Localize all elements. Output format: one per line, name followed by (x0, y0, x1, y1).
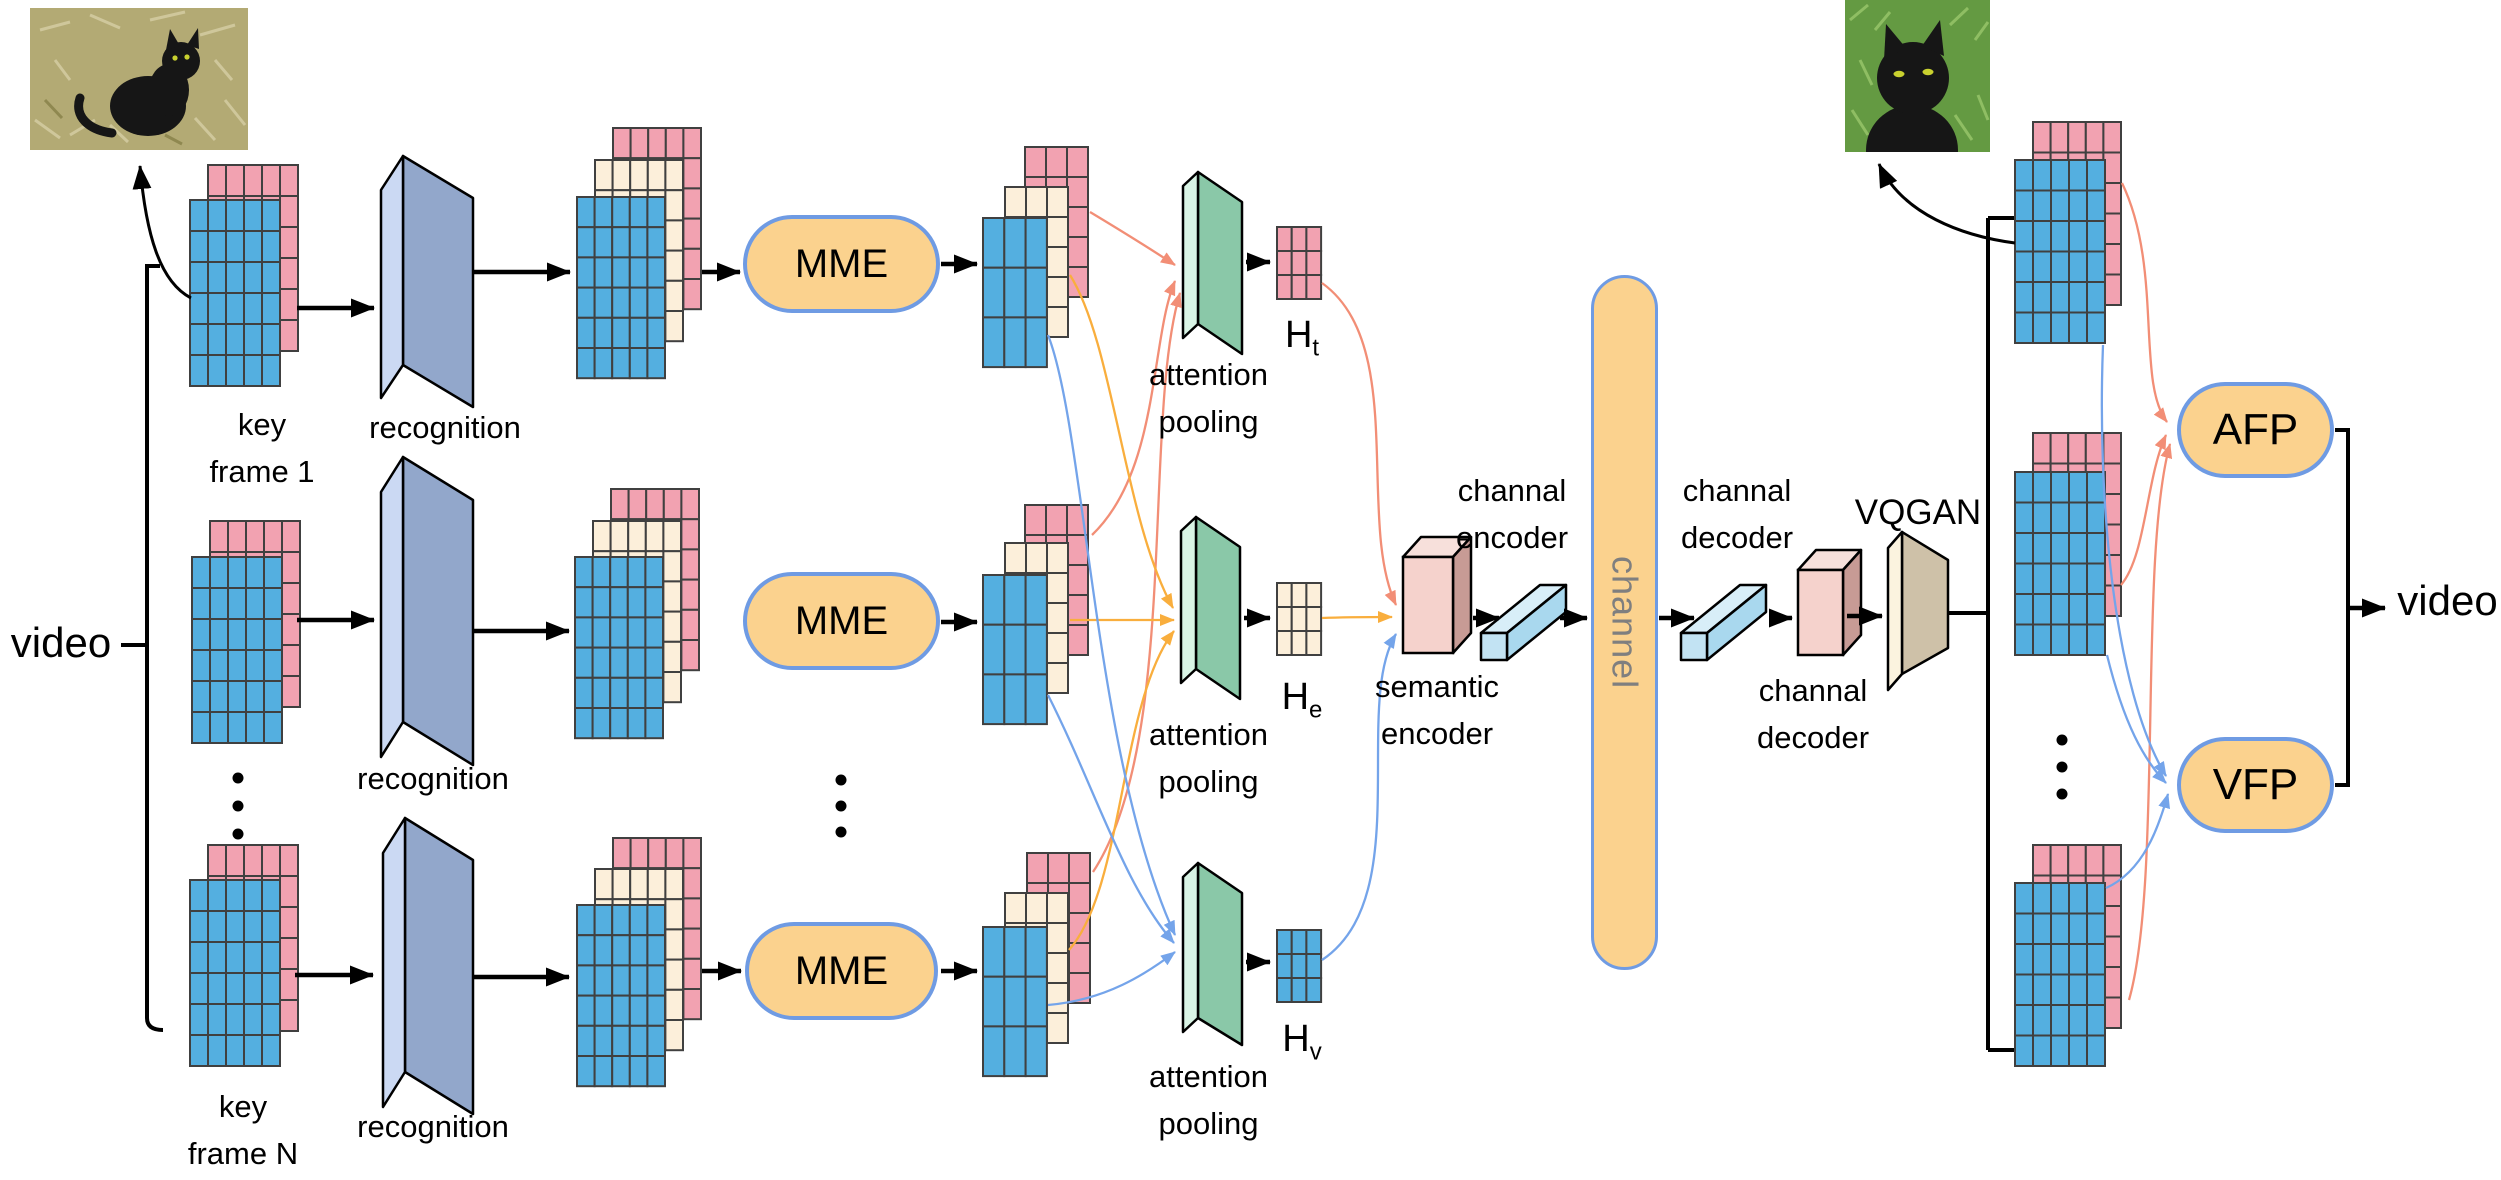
channel-label: channel (1604, 555, 1646, 690)
vqgan-label: VQGAN (1854, 493, 1982, 532)
semantic-encoder-label: semantic encoder (1374, 669, 1500, 751)
attention-pooling-panel-1 (1181, 170, 1244, 356)
blue-attention-curves (1046, 334, 2170, 1007)
keyframe-to-image-arrows (132, 163, 2016, 300)
brackets (121, 216, 2350, 1052)
output-stack-2 (2014, 432, 2122, 656)
he-grid (1276, 582, 1323, 656)
ht-main: H (1284, 314, 1313, 356)
afp-vfp-bracket (2335, 428, 2350, 787)
channal-decoder-bottom-label: channal decoder (1756, 673, 1870, 755)
mme-output-stack-3 (982, 852, 1091, 1078)
received-bits-bar (1679, 583, 1768, 662)
mme-output-stack-1 (982, 146, 1089, 369)
output-stack-1 (2014, 121, 2122, 344)
mme-3-box: MME (745, 922, 938, 1020)
output-stack-3 (2014, 844, 2122, 1067)
channel-decoder-box (1796, 548, 1863, 657)
video-input-label: video (10, 619, 112, 666)
flow-arrows (295, 252, 2386, 987)
hv-sub: v (1309, 1038, 1322, 1066)
key-frame-1-label: key frame 1 (209, 407, 315, 489)
afp-box: AFP (2177, 382, 2334, 478)
hv-main: H (1282, 1018, 1310, 1060)
attention-pooling-2-label: attention pooling (1149, 717, 1268, 799)
ht-label: Ht (1262, 314, 1342, 363)
he-sub: e (1309, 696, 1323, 724)
encoded-bits-bar (1479, 583, 1568, 662)
feature-stack-3 (576, 837, 703, 1088)
hv-grid (1276, 929, 1323, 1003)
recognition-panel-2 (379, 455, 475, 767)
ht-grid (1276, 226, 1323, 300)
mme-output-stack-2 (982, 504, 1089, 726)
recognition-panel-1 (379, 154, 475, 409)
key-frame-1-grid (189, 164, 299, 387)
mme-1-box: MME (743, 215, 940, 313)
attention-pooling-3-label: attention pooling (1149, 1059, 1268, 1141)
attention-pooling-panel-2 (1179, 515, 1242, 701)
recognition-3-label: recognition (357, 1109, 509, 1144)
channel-box: channel (1591, 275, 1658, 970)
video-output-label: video (2397, 577, 2498, 624)
vqgan-panel (1886, 530, 1950, 692)
mme-2-box: MME (743, 572, 940, 670)
feature-stack-1 (576, 127, 703, 380)
attention-pooling-panel-3 (1181, 861, 1244, 1047)
hv-label: Hv (1262, 1018, 1342, 1067)
key-frame-2-grid (191, 520, 301, 744)
recognition-panel-3 (381, 816, 475, 1116)
ht-sub: t (1312, 334, 1320, 362)
semantic-encoder-box (1401, 535, 1473, 655)
key-frame-n-label: key frame N (187, 1089, 299, 1171)
channal-encoder-label: channal encoder (1455, 473, 1569, 555)
ellipsis-dots (232, 734, 2068, 840)
video-input-bracket (145, 264, 164, 1032)
cat-image-output (1845, 0, 1990, 152)
he-main: H (1281, 676, 1310, 718)
vfp-box: VFP (2177, 737, 2334, 833)
recognition-1-label: recognition (369, 410, 521, 445)
salmon-attention-curves (1089, 182, 2173, 1001)
orange-attention-curves (1068, 274, 1393, 951)
recognition-2-label: recognition (357, 761, 509, 796)
key-frame-n-grid (189, 844, 299, 1067)
attention-pooling-1-label: attention pooling (1149, 357, 1268, 439)
he-label: He (1262, 676, 1342, 725)
cat-image-input (30, 8, 248, 150)
vqgan-output-bracket (1948, 216, 2014, 1052)
feature-stack-2 (574, 488, 701, 740)
channal-decoder-top-label: channal decoder (1680, 473, 1794, 555)
